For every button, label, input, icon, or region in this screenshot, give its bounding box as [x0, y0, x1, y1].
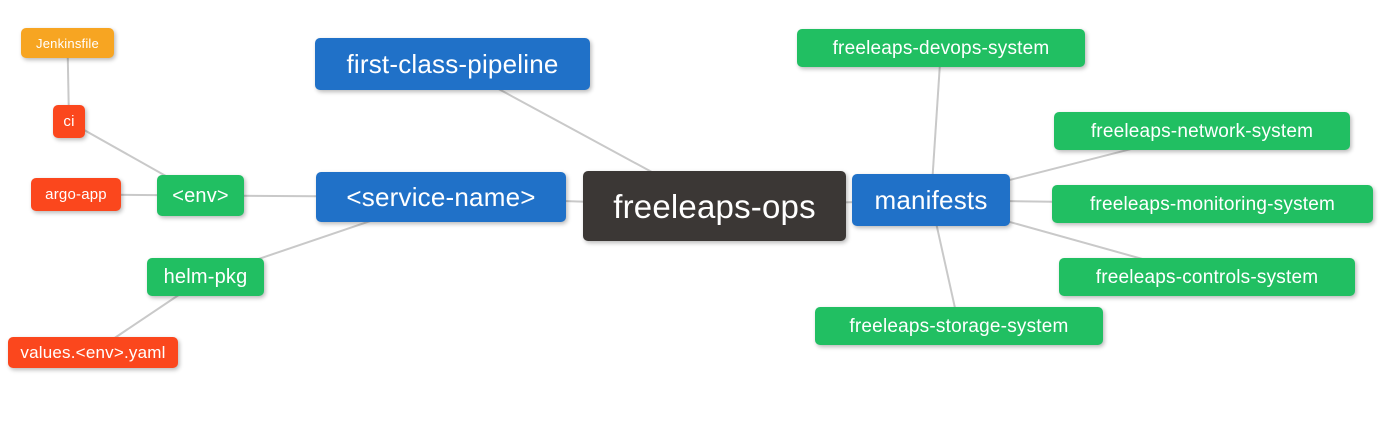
mindmap-node-jenkinsfile[interactable]: Jenkinsfile [21, 28, 114, 58]
mindmap-node-first-class-pipeline[interactable]: first-class-pipeline [315, 38, 590, 90]
mindmap-node-monitoring-system[interactable]: freeleaps-monitoring-system [1052, 185, 1373, 223]
mindmap-node-env[interactable]: <env> [157, 175, 244, 216]
mindmap-node-ci[interactable]: ci [53, 105, 85, 138]
mindmap-node-helm-pkg[interactable]: helm-pkg [147, 258, 264, 296]
mindmap-node-freeleaps-ops[interactable]: freeleaps-ops [583, 171, 846, 241]
mindmap-node-devops-system[interactable]: freeleaps-devops-system [797, 29, 1085, 67]
mindmap-node-manifests[interactable]: manifests [852, 174, 1010, 226]
mindmap-node-controls-system[interactable]: freeleaps-controls-system [1059, 258, 1355, 296]
mindmap-node-argo-app[interactable]: argo-app [31, 178, 121, 211]
mindmap-node-service-name[interactable]: <service-name> [316, 172, 566, 222]
mindmap-node-values-env-yaml[interactable]: values.<env>.yaml [8, 337, 178, 368]
mindmap-node-network-system[interactable]: freeleaps-network-system [1054, 112, 1350, 150]
mindmap-node-storage-system[interactable]: freeleaps-storage-system [815, 307, 1103, 345]
